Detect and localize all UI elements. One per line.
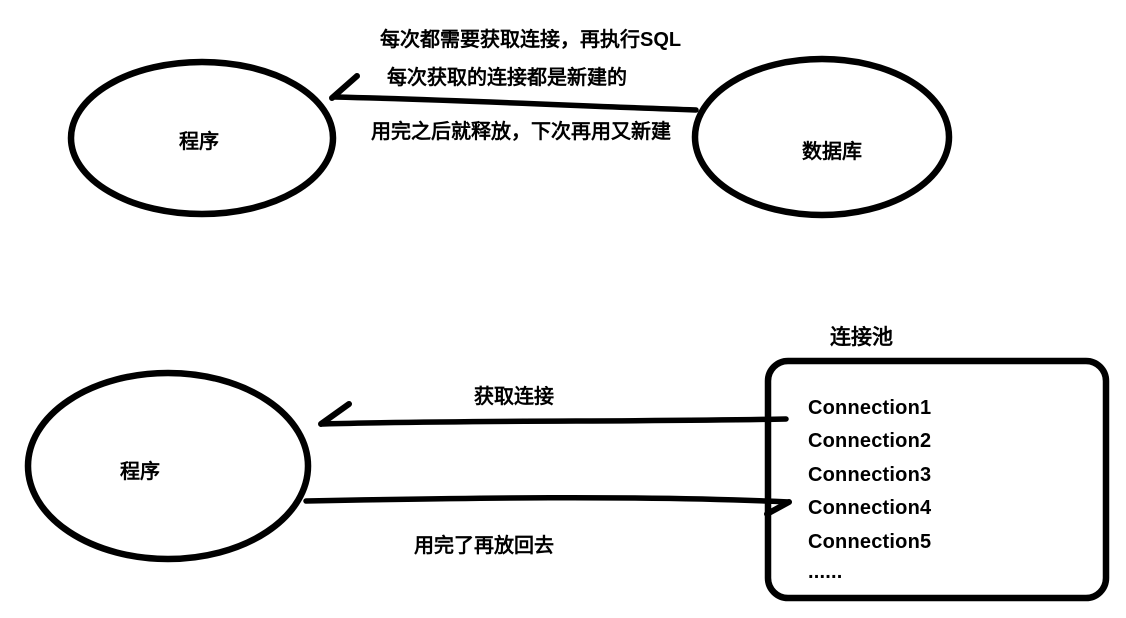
arrow-db-to-program-head — [329, 73, 360, 101]
connection-item-3: Connection3 — [808, 464, 932, 486]
get-connection-label: 获取连接 — [474, 386, 554, 408]
pool-title: 连接池 — [830, 326, 893, 349]
database-label: 数据库 — [802, 141, 862, 163]
arrow-pool-to-program — [320, 416, 789, 427]
connection-item-4: Connection4 — [808, 497, 932, 519]
database-ellipse — [691, 55, 953, 219]
top-note-1: 每次都需要获取连接，再执行SQL — [380, 29, 682, 51]
top-note-3: 用完之后就释放，下次再用又新建 — [371, 121, 671, 143]
connection-item-5: Connection5 — [808, 531, 932, 553]
arrow-program-to-pool-head — [764, 499, 792, 517]
return-connection-label: 用完了再放回去 — [414, 535, 554, 557]
arrow-pool-to-program-head — [318, 401, 352, 427]
connection-item-1: Connection1 — [808, 397, 932, 419]
arrow-program-to-pool — [303, 494, 792, 505]
connection-item-ellipsis: ...... — [808, 561, 843, 583]
arrow-db-to-program — [332, 94, 699, 113]
program-ellipse-bottom — [24, 369, 312, 563]
top-note-2: 每次获取的连接都是新建的 — [387, 67, 627, 89]
program-ellipse-top — [67, 58, 337, 218]
program-label-top: 程序 — [179, 131, 219, 153]
connection-pool-box — [764, 357, 1110, 602]
connection-item-2: Connection2 — [808, 430, 932, 452]
program-label-bottom: 程序 — [120, 461, 160, 483]
